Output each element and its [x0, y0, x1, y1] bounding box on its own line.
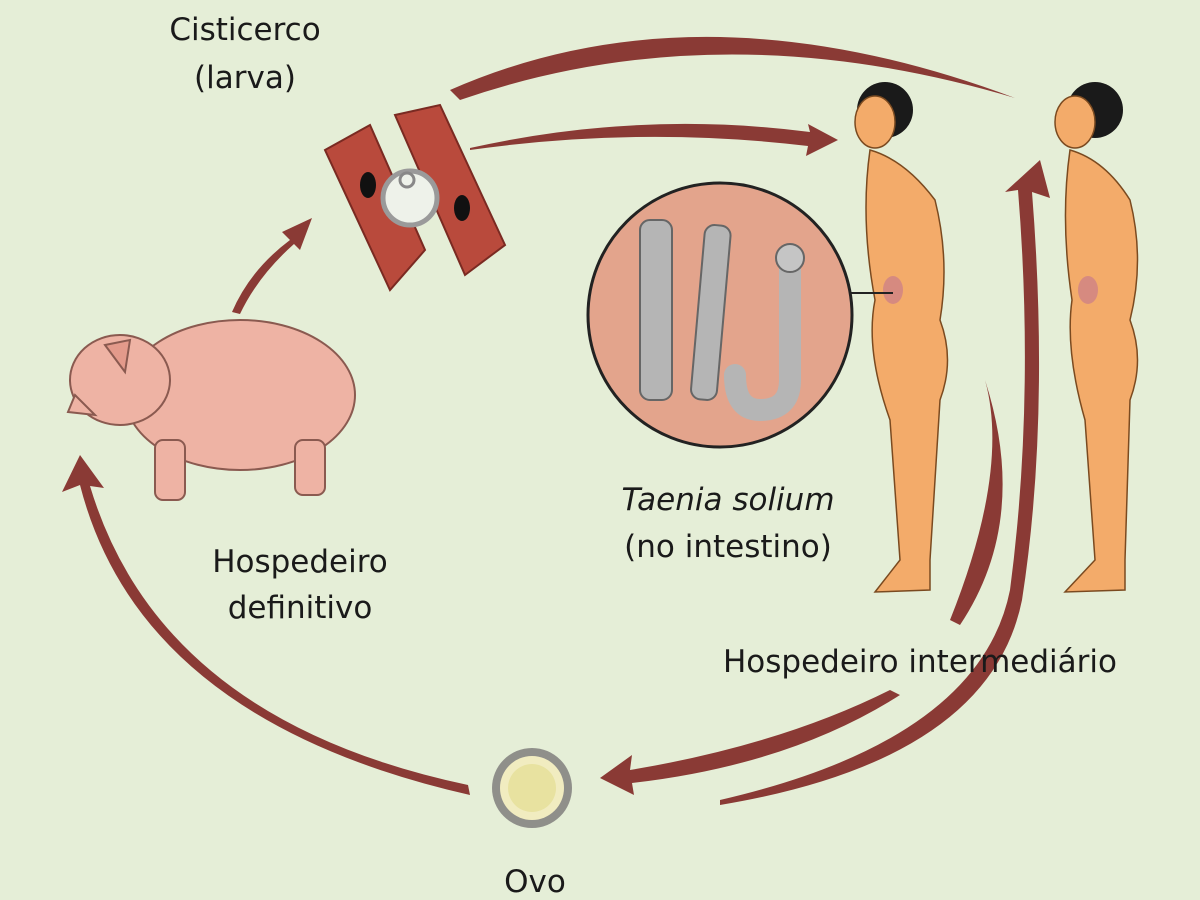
cysticercus-label: Cisticerco	[169, 12, 320, 48]
arrow-muscle-to-human	[470, 123, 838, 156]
cysticercus-icon	[380, 168, 440, 228]
cysticercus-sublabel: (larva)	[194, 60, 296, 96]
arrow-pig-to-muscle	[232, 218, 312, 314]
pig-illustration	[66, 319, 356, 501]
taenia-inset	[586, 181, 893, 449]
cycle-arrows	[62, 36, 1050, 805]
arrow-human-to-egg	[950, 380, 1003, 625]
arrow-top-large	[450, 36, 1015, 100]
taenia-label: Taenia solium	[621, 482, 834, 518]
scolex-icon	[775, 243, 805, 273]
taenia-sublabel: (no intestino)	[624, 529, 832, 565]
human-figure-1	[854, 82, 949, 593]
intermediate-host-label: Hospedeiro intermediário	[723, 644, 1117, 680]
arrow-to-egg	[600, 690, 900, 795]
muscle-fibers-illustration	[323, 103, 507, 292]
egg-illustration	[492, 748, 572, 828]
definitive-host-label: Hospedeiro	[212, 544, 388, 580]
definitive-host-sublabel: definitivo	[228, 590, 373, 626]
egg-label: Ovo	[504, 864, 566, 900]
human-figure-2	[1054, 82, 1139, 593]
